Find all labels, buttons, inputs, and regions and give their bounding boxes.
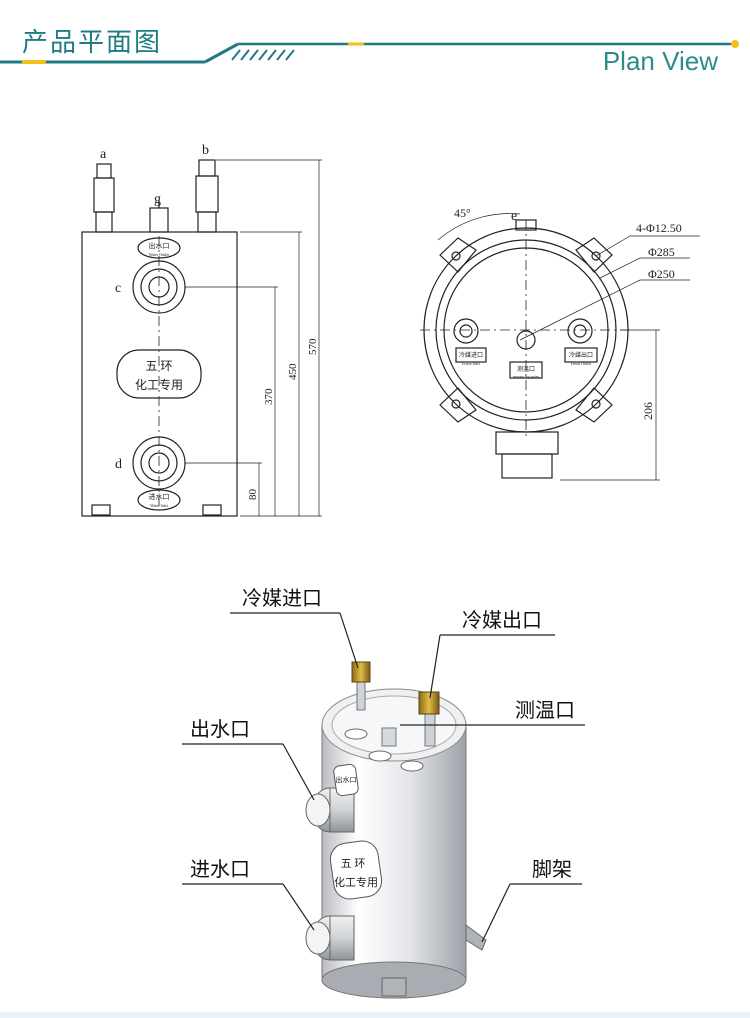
callout-water-outlet: 出水口: [190, 718, 250, 741]
front-view: [81, 159, 322, 517]
callout-leaders: [182, 612, 585, 943]
top-label-temp-en: measuring point: [513, 374, 540, 379]
dim-370: 370: [263, 388, 275, 405]
header-decoration: [0, 40, 739, 64]
fitting-b: [195, 159, 219, 233]
front-brand-line2: 化工专用: [135, 377, 183, 392]
fitting-a: [93, 163, 115, 233]
front-inlet-label: 进水口: [149, 492, 170, 501]
callout-refrigerant-inlet: 冷媒进口: [242, 587, 322, 610]
dim-285: Φ285: [648, 245, 675, 259]
port-letter-e: e: [511, 209, 517, 224]
top-label-freon-outlet: 冷媒出口: [569, 351, 593, 359]
port-letter-b: b: [202, 143, 209, 158]
callout-refrigerant-outlet: 冷媒出口: [462, 609, 542, 632]
angle-45: 45°: [454, 206, 471, 220]
dim-206: 206: [641, 402, 655, 420]
callout-bracket: 脚架: [532, 858, 572, 881]
fitting-g: [149, 200, 169, 233]
top-view: [420, 213, 700, 481]
page-title-cn: 产品平面图: [22, 28, 163, 58]
port-letter-d: d: [115, 457, 122, 472]
top-label-freon-inlet: 冷媒进口: [459, 351, 483, 359]
render-brand-line1: 五 环: [341, 858, 366, 870]
callout-water-inlet: 进水口: [190, 858, 250, 881]
port-letter-a: a: [100, 147, 107, 162]
render-brand-line2: 化工专用: [334, 875, 378, 889]
product-render: [305, 661, 487, 999]
page-title-en: Plan View: [602, 46, 718, 76]
front-outlet-label: 出水口: [149, 241, 170, 250]
front-brand-line1: 五 环: [145, 359, 172, 373]
front-inlet-label-en: Water Inlet: [150, 503, 169, 508]
render-label-outlet: 出水口: [336, 775, 357, 784]
dim-250: Φ250: [648, 267, 675, 281]
page-header: 产品平面图 Plan View: [0, 0, 750, 80]
footer-band: [0, 1012, 750, 1018]
dim-hole: 4-Φ12.50: [636, 221, 682, 235]
port-letter-g: g: [154, 192, 161, 207]
dim-80: 80: [247, 489, 259, 501]
top-label-freon-outlet-en: Freon Outlet: [571, 361, 592, 366]
top-label-temp: 测温口: [517, 365, 535, 373]
front-outlet-label-en: Water Outlet: [149, 252, 170, 257]
dim-450: 450: [287, 363, 299, 380]
top-label-freon-inlet-en: Freon Inlet: [462, 361, 481, 366]
dim-570: 570: [307, 338, 319, 355]
callout-temp-port: 测温口: [515, 699, 575, 722]
port-letter-c: c: [115, 281, 121, 296]
